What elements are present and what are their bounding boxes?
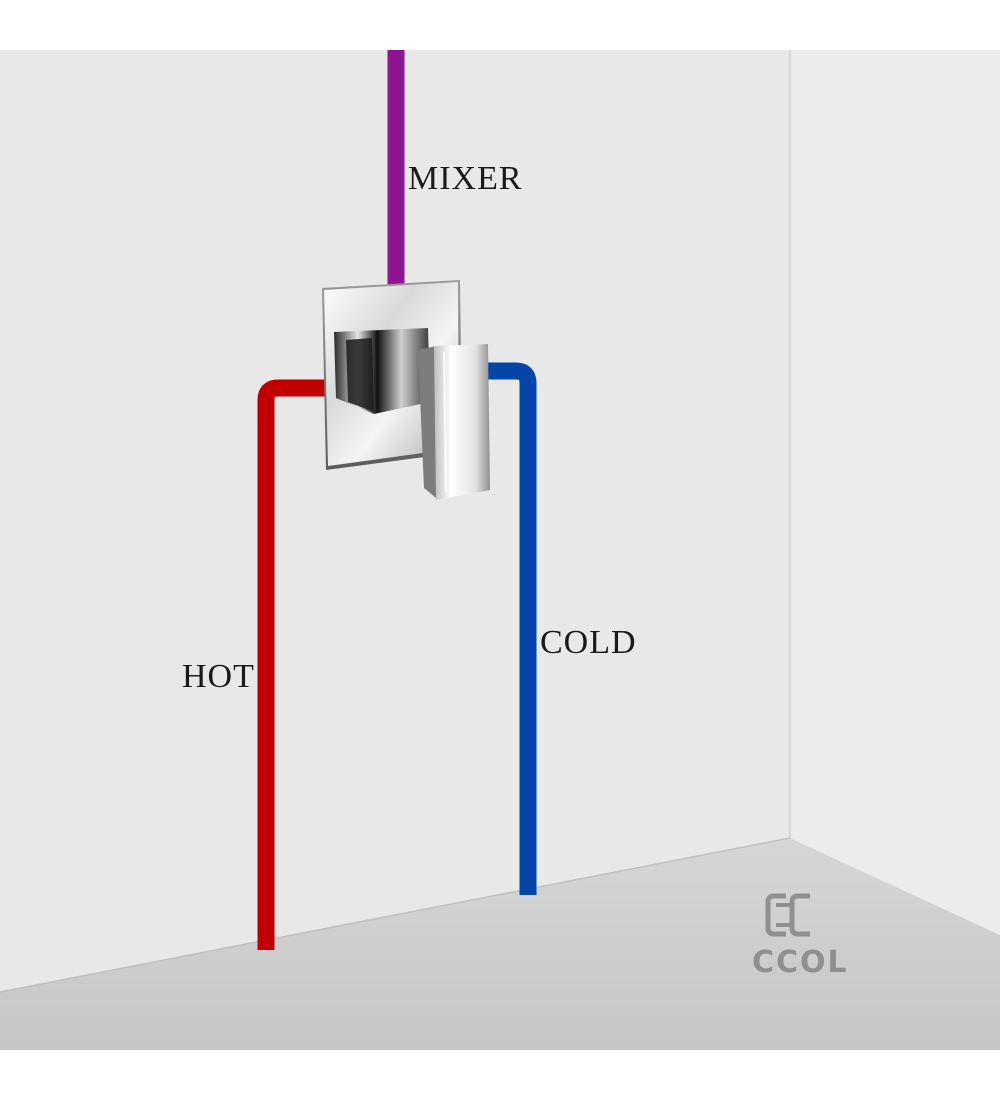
hot-label: HOT [182, 658, 255, 695]
lever-handle [434, 344, 490, 500]
valve-body-shadow [346, 338, 374, 412]
double-c-logo-icon [765, 893, 810, 937]
lever-side [418, 346, 436, 498]
cold-label: COLD [540, 624, 637, 661]
mixer-label: MIXER [408, 160, 523, 197]
mixer-valve [322, 280, 490, 500]
floor [0, 838, 1000, 1050]
floor-edge [0, 837, 791, 993]
brand-name: CCOL [752, 945, 849, 980]
hot-pipe [257, 379, 326, 950]
lever-highlight [443, 351, 447, 493]
cold-pipe [486, 362, 537, 895]
side-wall [790, 50, 1000, 935]
